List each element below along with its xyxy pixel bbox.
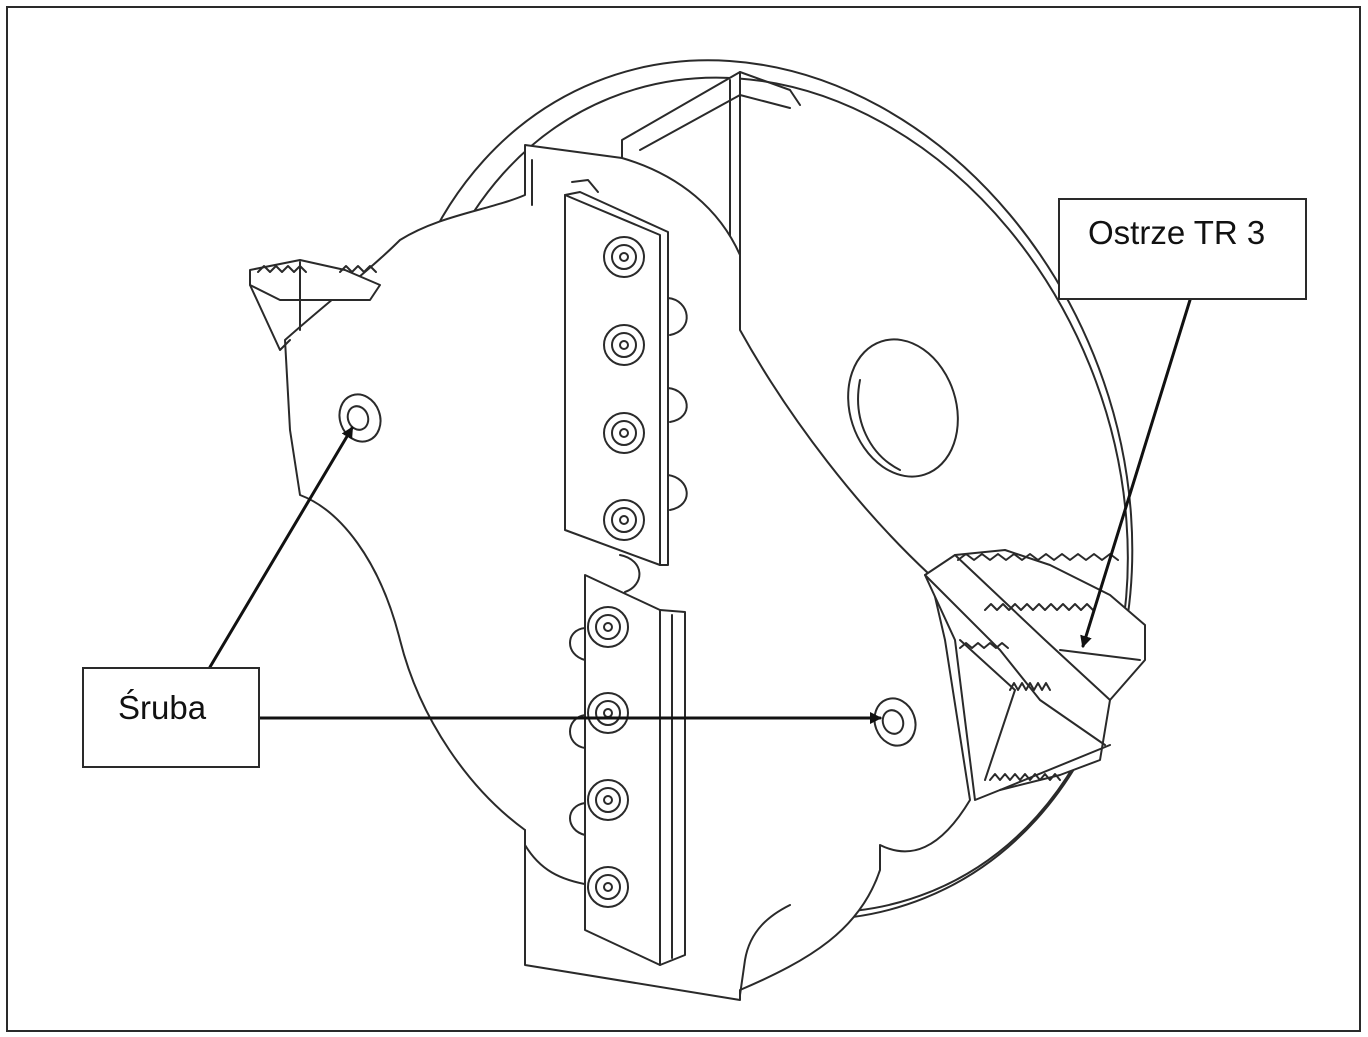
- lower-strip-bolts: [587, 606, 629, 908]
- upper-key-strip: [564, 179, 688, 593]
- center-hole: [847, 338, 959, 478]
- right-bolt: [873, 697, 917, 747]
- blade-callout-label: Ostrze TR 3: [1088, 214, 1266, 251]
- blade-callout-box: Ostrze TR 3: [1058, 198, 1307, 300]
- bolt-callout-label: Śruba: [118, 689, 207, 726]
- blade-leader-arrow: [1080, 298, 1192, 648]
- left-bolt: [338, 393, 382, 443]
- bolt-callout-box: Śruba: [82, 667, 260, 768]
- bolt-leader-arrow-left: [208, 426, 354, 669]
- lower-key-strip: [569, 574, 686, 966]
- upper-strip-bolts: [603, 236, 645, 541]
- left-blade: [249, 259, 381, 351]
- upper-strip-slots: [619, 297, 688, 593]
- right-blade-assembly: [924, 549, 1146, 801]
- leader-lines: [208, 298, 1192, 724]
